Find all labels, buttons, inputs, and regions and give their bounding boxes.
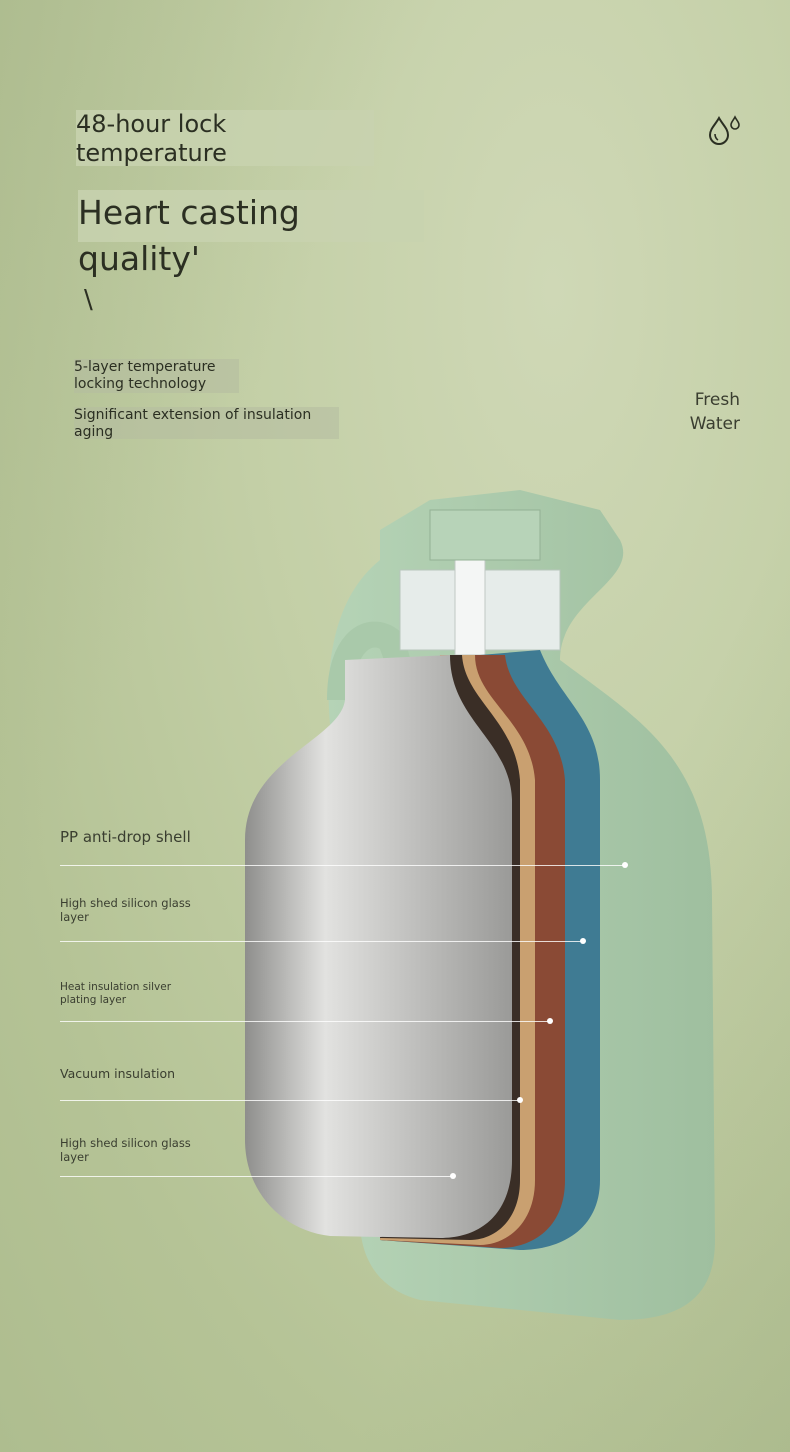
subheadline: Heart casting quality' xyxy=(78,190,424,278)
callout-dot xyxy=(517,1097,523,1103)
cap-mechanism xyxy=(399,509,561,656)
feature-text: 5-layer temperature locking technology xyxy=(74,359,239,393)
callout-dot xyxy=(622,862,628,868)
callout-line xyxy=(60,865,625,866)
callout-dot xyxy=(547,1018,553,1024)
callout-dot xyxy=(450,1173,456,1179)
callout-line xyxy=(60,1021,550,1022)
layer-label: PP anti-drop shell xyxy=(60,828,191,846)
layer-label: Heat insulation silver plating layer xyxy=(60,981,172,1006)
callout-line xyxy=(60,941,583,942)
layer-label: High shed silicon glass layer xyxy=(60,896,191,924)
callout-line xyxy=(60,1176,453,1177)
slash-mark: \ xyxy=(84,285,93,315)
layer-label: High shed silicon glass layer xyxy=(60,1136,191,1164)
silver-inner-bottle xyxy=(245,655,512,1238)
callout-dot xyxy=(580,938,586,944)
headline: 48-hour lock temperature xyxy=(76,110,374,167)
feature-text: Significant extension of insulation agin… xyxy=(74,407,339,440)
callout-line xyxy=(60,1100,520,1101)
layer-label: Vacuum insulation xyxy=(60,1066,176,1081)
fresh-water-label: Fresh Water xyxy=(689,390,740,434)
water-drops-icon xyxy=(708,115,740,145)
